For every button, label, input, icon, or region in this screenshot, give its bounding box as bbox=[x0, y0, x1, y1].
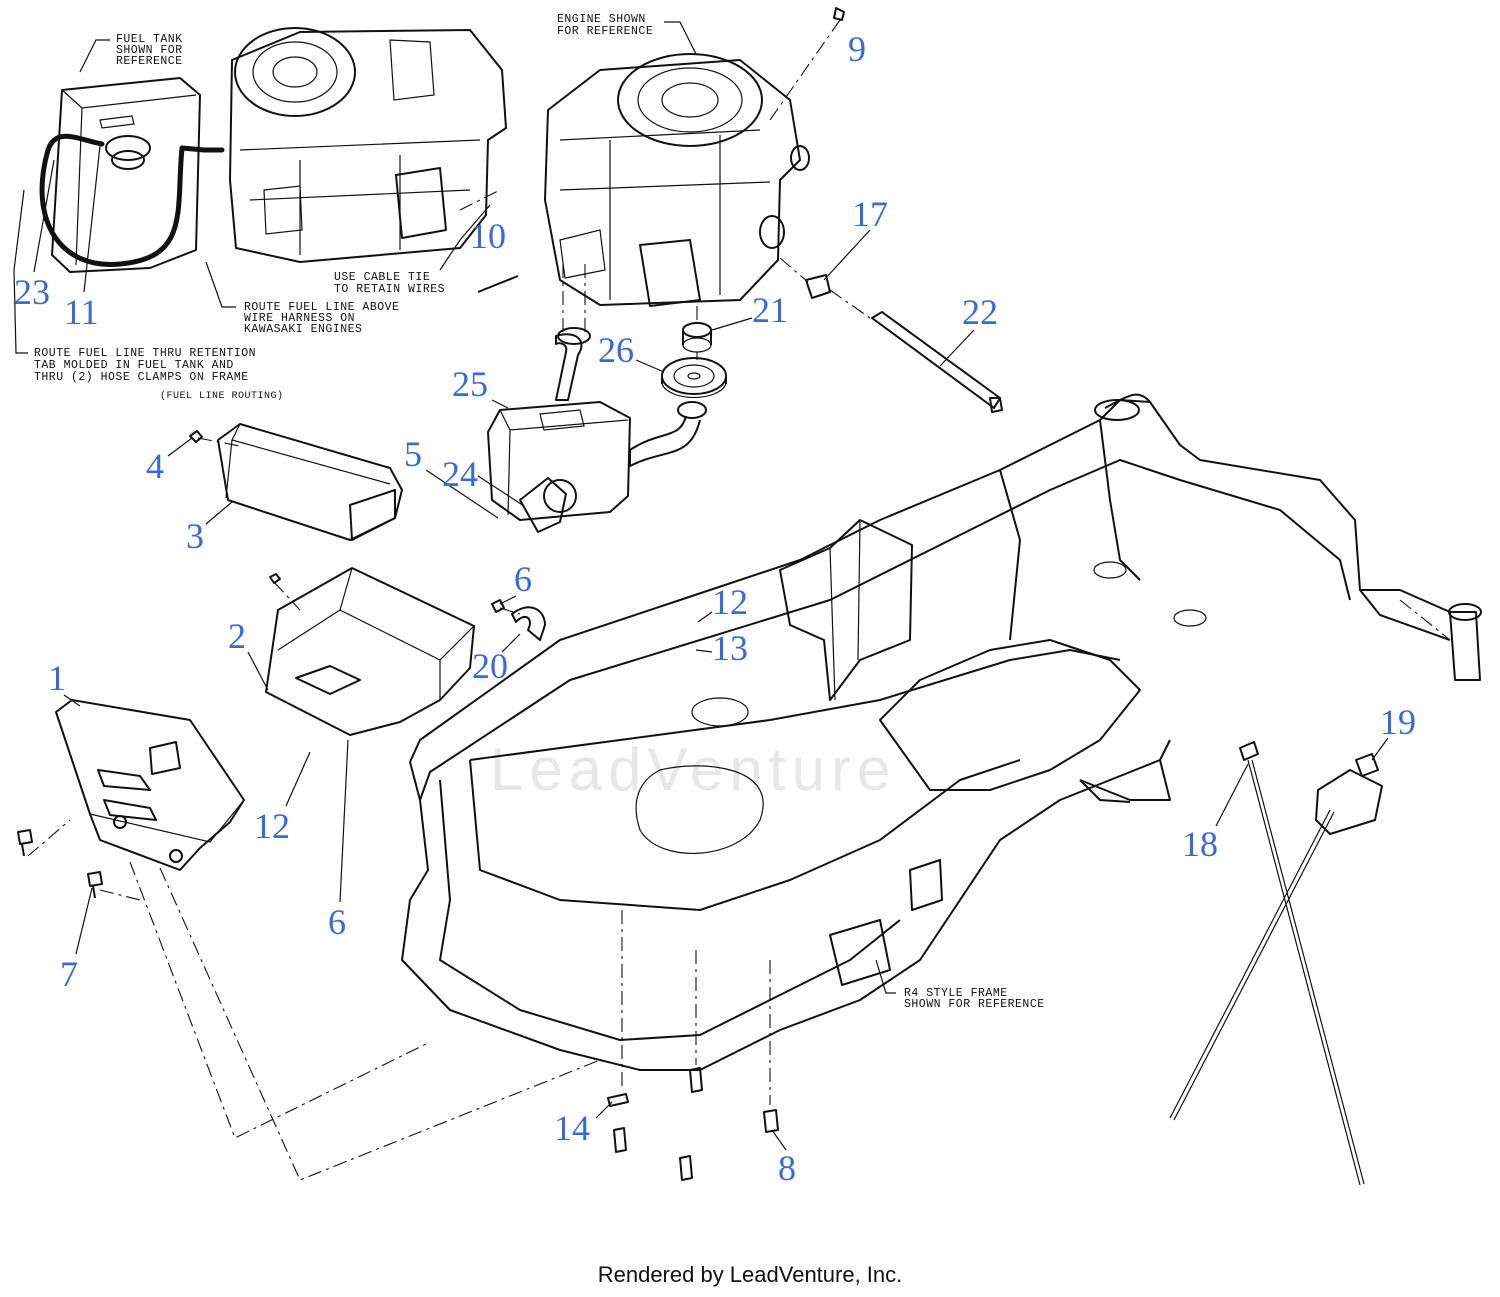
callout-20: 20 bbox=[472, 646, 508, 686]
svg-text:FOR REFERENCE: FOR REFERENCE bbox=[557, 25, 653, 38]
svg-text:ROUTE FUEL LINE THRU RETENTION: ROUTE FUEL LINE THRU RETENTION bbox=[34, 347, 256, 360]
note-cable-tie: USE CABLE TIE TO RETAIN WIRES bbox=[334, 204, 491, 296]
callout-19: 19 bbox=[1380, 702, 1416, 742]
muffler-assembly bbox=[487, 327, 707, 533]
callout-23: 23 bbox=[14, 272, 50, 312]
note-fuel-line-above: ROUTE FUEL LINE ABOVE WIRE HARNESS ON KA… bbox=[205, 261, 399, 336]
engine-reference-right bbox=[544, 53, 810, 307]
callout-6b: 6 bbox=[328, 902, 346, 942]
svg-text:USE CABLE TIE: USE CABLE TIE bbox=[334, 271, 430, 284]
svg-text:KAWASAKI ENGINES: KAWASAKI ENGINES bbox=[244, 323, 362, 336]
svg-text:WIRE HARNESS ON: WIRE HARNESS ON bbox=[244, 312, 355, 325]
callout-2: 2 bbox=[228, 616, 246, 656]
callout-10: 10 bbox=[470, 216, 506, 256]
callout-5: 5 bbox=[404, 434, 422, 474]
svg-text:R4 STYLE FRAME: R4 STYLE FRAME bbox=[904, 987, 1008, 1000]
callout-12b: 12 bbox=[254, 806, 290, 846]
note-fuel-line-thru: ROUTE FUEL LINE THRU RETENTION TAB MOLDE… bbox=[13, 189, 256, 384]
fuel-tank-illustration bbox=[39, 77, 225, 273]
callout-25: 25 bbox=[452, 364, 488, 404]
engine-reference-left bbox=[229, 27, 507, 263]
callout-8: 8 bbox=[778, 1148, 796, 1188]
callout-22: 22 bbox=[962, 292, 998, 332]
callout-13: 13 bbox=[712, 628, 748, 668]
svg-text:TO RETAIN WIRES: TO RETAIN WIRES bbox=[334, 283, 445, 296]
callout-11: 11 bbox=[64, 292, 99, 332]
callout-7: 7 bbox=[60, 954, 78, 994]
note-engine: ENGINE SHOWN FOR REFERENCE bbox=[557, 13, 697, 55]
callout-6a: 6 bbox=[514, 559, 532, 599]
callout-18: 18 bbox=[1182, 824, 1218, 864]
watermark: LeadVenture bbox=[490, 736, 896, 803]
callout-9: 9 bbox=[848, 29, 866, 69]
callout-21: 21 bbox=[752, 290, 788, 330]
svg-text:SHOWN FOR: SHOWN FOR bbox=[116, 44, 183, 57]
callout-12a: 12 bbox=[712, 582, 748, 622]
callout-17: 17 bbox=[852, 194, 888, 234]
note-frame: R4 STYLE FRAME SHOWN FOR REFERENCE bbox=[875, 959, 1045, 1011]
note-fuel-tank: FUEL TANK SHOWN FOR REFERENCE bbox=[79, 33, 183, 73]
svg-text:SHOWN FOR REFERENCE: SHOWN FOR REFERENCE bbox=[904, 998, 1045, 1011]
callout-1: 1 bbox=[48, 658, 66, 698]
note-routing: (FUEL LINE ROUTING) bbox=[160, 390, 284, 402]
footer-credit: Rendered by LeadVenture, Inc. bbox=[597, 1262, 903, 1287]
svg-text:REFERENCE: REFERENCE bbox=[116, 55, 183, 68]
svg-text:THRU (2) HOSE CLAMPS ON FRAME: THRU (2) HOSE CLAMPS ON FRAME bbox=[34, 371, 249, 384]
svg-text:ENGINE SHOWN: ENGINE SHOWN bbox=[557, 13, 646, 26]
callouts: 1 2 3 4 5 6 6 7 8 9 10 11 12 12 13 14 17… bbox=[14, 29, 1416, 1188]
svg-text:ROUTE FUEL LINE ABOVE: ROUTE FUEL LINE ABOVE bbox=[244, 301, 399, 314]
callout-24: 24 bbox=[442, 454, 478, 494]
frame-illustration bbox=[401, 393, 1482, 1071]
guard-plate-illustration bbox=[55, 699, 245, 871]
callout-3: 3 bbox=[186, 516, 204, 556]
svg-text:TAB MOLDED IN FUEL TANK AND: TAB MOLDED IN FUEL TANK AND bbox=[34, 359, 234, 372]
callout-14: 14 bbox=[554, 1108, 590, 1148]
svg-text:FUEL TANK: FUEL TANK bbox=[116, 33, 183, 46]
callout-26: 26 bbox=[598, 330, 634, 370]
callout-4: 4 bbox=[146, 446, 164, 486]
